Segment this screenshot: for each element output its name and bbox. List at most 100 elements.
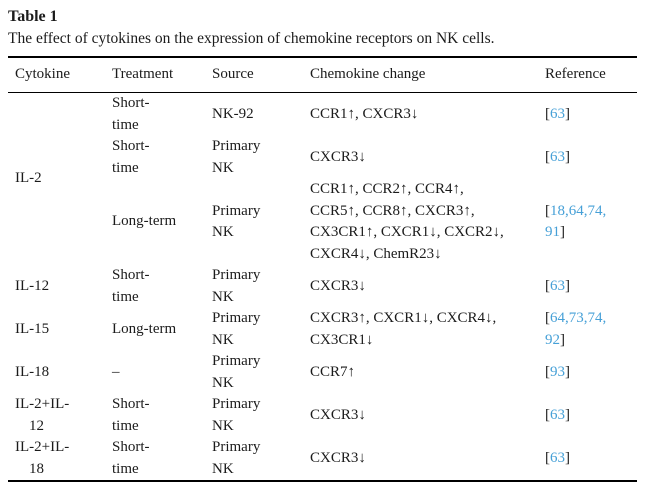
cell-change: CCR1↑, CXCR3↓ [303, 93, 538, 137]
cell-treatment: Short-time [105, 93, 205, 137]
cytokine-line: IL-18 [15, 363, 50, 380]
cell-line: CCR7↑ [310, 363, 356, 380]
cell-treatment: Short-time [105, 136, 205, 179]
citation-link[interactable]: 63 [550, 406, 565, 423]
citation-link[interactable]: 63 [550, 449, 565, 466]
cell-line: NK [212, 374, 234, 391]
table-number-label: Table 1 [8, 8, 58, 25]
cell-line: Long-term [112, 213, 177, 230]
cell-line: Primary [212, 353, 261, 369]
cell-line: Primary [212, 138, 261, 154]
cytokine-line: IL-2+IL- [15, 439, 70, 455]
cell-line: NK-92 [212, 105, 254, 122]
cell-change: CXCR3↑, CXCR1↓, CXCR4↓,CX3CR1↓ [303, 308, 538, 351]
cytokine-line: IL-2 [15, 170, 42, 187]
cytokine-line: IL-15 [15, 320, 50, 337]
cell-reference: [64,73,74, 92] [538, 308, 637, 351]
citation-bracket: ] [565, 363, 570, 380]
cell-source: NK-92 [205, 93, 303, 137]
citation-bracket: ] [565, 449, 570, 466]
cell-line: CCR1↑, CXCR3↓ [310, 105, 419, 122]
cell-reference: [63] [538, 136, 637, 179]
cell-cytokine: IL-18 [8, 351, 105, 394]
cell-line: Short- [112, 138, 150, 154]
cell-line: Short- [112, 267, 150, 283]
citation-bracket: ] [565, 406, 570, 423]
cell-line: – [112, 363, 120, 380]
citation-bracket: [ [545, 310, 550, 326]
citation-link[interactable]: 91 [545, 224, 560, 240]
cell-line: Primary [212, 310, 261, 326]
cell-line: CXCR3↓ [310, 277, 366, 294]
citation-bracket: [ [545, 449, 550, 466]
cell-line: CCR1↑, CCR2↑, CCR4↑, [310, 181, 464, 197]
citation-bracket: [ [545, 202, 550, 219]
cell-cytokine: IL-2+IL- 18 [8, 437, 105, 481]
cell-treatment: – [105, 351, 205, 394]
citation-link[interactable]: 92 [545, 331, 560, 348]
cell-line: CX3CR1↑, CXCR1↓, CXCR2↓, [310, 224, 504, 240]
cell-reference: [18,64,74,91] [538, 179, 637, 265]
cell-line: NK [212, 460, 234, 477]
cell-line: CXCR3↓ [310, 406, 366, 423]
cell-line: Primary [212, 267, 261, 283]
cell-line: Short- [112, 396, 150, 412]
citation-bracket: [ [545, 148, 550, 165]
citation-bracket: ] [565, 148, 570, 165]
citation-bracket: ] [565, 277, 570, 294]
cell-treatment: Short-time [105, 265, 205, 308]
cell-cytokine: IL-15 [8, 308, 105, 351]
cell-line: CXCR3↓ [310, 148, 366, 165]
cell-line: NK [212, 331, 234, 348]
citation-link[interactable]: 93 [550, 363, 565, 380]
cell-line: NK [212, 417, 234, 434]
cell-reference: [63] [538, 93, 637, 137]
cell-line: CXCR3↓ [310, 449, 366, 466]
citation-link[interactable]: 63 [550, 148, 565, 165]
cell-line: Primary [212, 439, 261, 455]
citation-link[interactable]: 64,73,74, [550, 310, 607, 326]
cell-change: CCR7↑ [303, 351, 538, 394]
cell-line: Primary [212, 202, 261, 219]
cytokine-line: 12 [29, 417, 44, 434]
column-header-change: Chemokine change [303, 57, 538, 93]
cell-line: CXCR3↑, CXCR1↓, CXCR4↓, [310, 310, 497, 326]
cell-change: CXCR3↓ [303, 265, 538, 308]
citation-bracket: [ [545, 406, 550, 423]
cytokine-line: 18 [29, 460, 44, 477]
cell-treatment: Short-time [105, 437, 205, 481]
cell-line: Short- [112, 439, 150, 455]
cell-cytokine: IL-2 [8, 93, 105, 266]
cell-reference: [63] [538, 265, 637, 308]
column-header-reference: Reference [538, 57, 637, 93]
citation-bracket: [ [545, 277, 550, 294]
cell-line: Long-term [112, 320, 177, 337]
citation-bracket: [ [545, 105, 550, 122]
column-header-source: Source [205, 57, 303, 93]
cell-line: NK [212, 288, 234, 305]
citation-bracket: ] [560, 331, 565, 348]
citation-link[interactable]: 63 [550, 105, 565, 122]
cell-line: NK [212, 224, 234, 240]
cell-change: CCR1↑, CCR2↑, CCR4↑,CCR5↑, CCR8↑, CXCR3↑… [303, 179, 538, 265]
citation-link[interactable]: 63 [550, 277, 565, 294]
cell-line: time [112, 417, 139, 434]
cell-line: time [112, 159, 139, 176]
citation-bracket: ] [565, 105, 570, 122]
cell-line: time [112, 460, 139, 477]
citation-link[interactable]: 18,64,74, [550, 202, 607, 219]
